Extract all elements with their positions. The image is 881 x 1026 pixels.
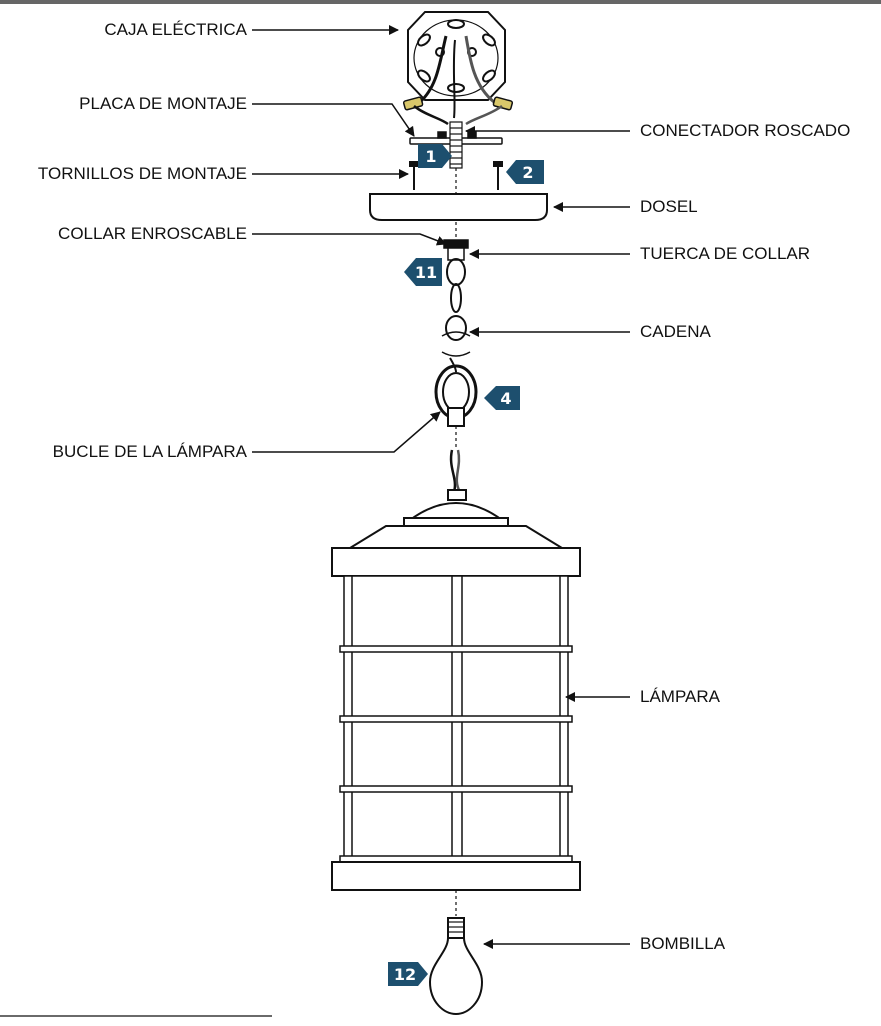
chain [441, 258, 471, 373]
wire-nuts [402, 96, 514, 126]
step-badge-11: 11 [404, 258, 442, 286]
step-badge-4: 4 [484, 386, 520, 410]
lantern [331, 489, 581, 891]
electrical-box [407, 11, 506, 101]
fixture-wires [449, 449, 462, 493]
svg-text:4: 4 [500, 389, 511, 408]
collar-nut [443, 239, 469, 261]
fixture-loop [434, 364, 478, 427]
leader-threaded-collar [252, 233, 447, 246]
label-electrical-box: CAJA ELÉCTRICA [104, 20, 247, 39]
label-chain: CADENA [640, 322, 711, 341]
label-mounting-plate: PLACA DE MONTAJE [79, 94, 247, 113]
mounting-screws [409, 161, 503, 190]
label-threaded-collar: COLLAR ENROSCABLE [58, 224, 247, 243]
svg-text:11: 11 [415, 263, 437, 282]
label-collar-nut: TUERCA DE COLLAR [640, 244, 811, 263]
svg-text:2: 2 [522, 163, 533, 182]
leader-lines [252, 25, 630, 949]
threaded-connector [449, 121, 463, 169]
supply-wires [418, 35, 495, 119]
leader-mounting-plate [252, 103, 415, 137]
leader-fixture-loop [252, 411, 441, 453]
label-fixture: LÁMPARA [640, 687, 720, 706]
label-mounting-screws: TORNILLOS DE MONTAJE [37, 164, 247, 183]
bulb [428, 917, 484, 1016]
svg-text:1: 1 [425, 147, 436, 166]
label-fixture-loop: BUCLE DE LA LÁMPARA [52, 442, 247, 461]
top-rule [0, 0, 881, 4]
label-bulb: BOMBILLA [640, 934, 726, 953]
label-threaded-connector: CONECTADOR ROSCADO [640, 121, 851, 140]
step-badge-2: 2 [506, 160, 544, 184]
step-badge-12: 12 [388, 962, 428, 986]
svg-text:12: 12 [394, 965, 416, 984]
label-canopy: DOSEL [640, 197, 698, 216]
step-badge-1: 1 [418, 144, 452, 168]
canopy [369, 193, 548, 221]
